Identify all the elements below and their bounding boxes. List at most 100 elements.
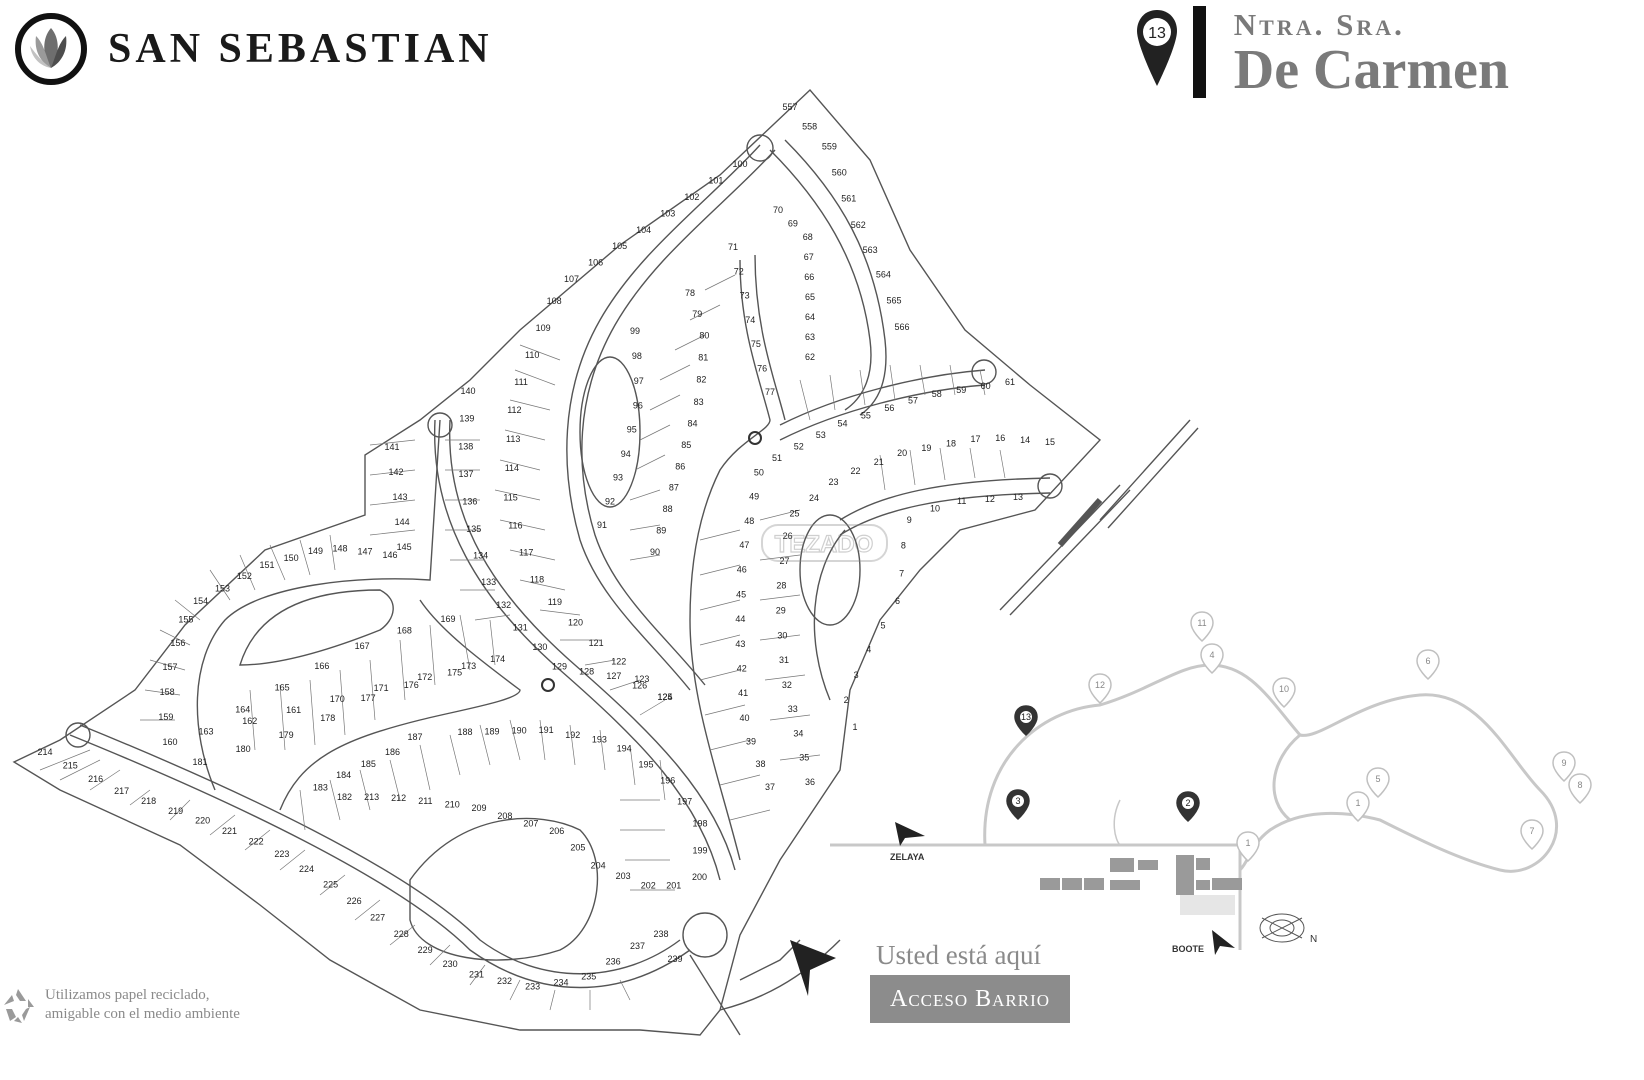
lot-number: 86 bbox=[675, 461, 685, 471]
lot-number: 12 bbox=[985, 494, 995, 504]
lot-number: 223 bbox=[274, 849, 289, 859]
pin-badge-number: 13 bbox=[1148, 25, 1166, 42]
lot-number: 210 bbox=[445, 799, 460, 809]
lot-number: 89 bbox=[656, 526, 666, 536]
lot-number: 6 bbox=[895, 596, 900, 606]
road-label-zelaya: ZELAYA bbox=[890, 852, 925, 862]
light-location-pin-icon[interactable]: 8 bbox=[1568, 773, 1592, 805]
you-are-here-label: Usted está aquí bbox=[876, 940, 1041, 970]
lot-number: 559 bbox=[822, 141, 837, 151]
lot-number: 225 bbox=[323, 880, 338, 890]
light-location-pin-icon[interactable]: 10 bbox=[1272, 677, 1296, 709]
lot-number: 23 bbox=[828, 477, 838, 487]
title-small: Ntra. Sra. bbox=[1233, 7, 1405, 42]
lot-number: 10 bbox=[930, 504, 940, 514]
light-location-pin-icon[interactable]: 11 bbox=[1190, 611, 1214, 643]
lot-number: 233 bbox=[525, 982, 540, 992]
lot-number: 20 bbox=[897, 448, 907, 458]
lot-number: 41 bbox=[738, 688, 748, 698]
pin-number: 7 bbox=[1529, 826, 1534, 836]
lot-number: 17 bbox=[970, 434, 980, 444]
lot-number: 81 bbox=[698, 353, 708, 363]
lot-number: 181 bbox=[192, 757, 207, 767]
lot-number: 29 bbox=[776, 605, 786, 615]
lot-number: 231 bbox=[469, 970, 484, 980]
lot-number: 11 bbox=[957, 496, 966, 506]
lot-number: 58 bbox=[932, 389, 942, 399]
lot-number: 90 bbox=[650, 547, 660, 557]
lot-number: 13 bbox=[1013, 492, 1023, 502]
you-are-here-arrow-icon bbox=[790, 940, 836, 996]
lot-number: 4 bbox=[866, 645, 871, 655]
dark-location-pin-icon[interactable]: 3 bbox=[1006, 789, 1030, 821]
lot-number: 92 bbox=[605, 496, 615, 506]
lot-number: 24 bbox=[809, 493, 819, 503]
lot-number: 146 bbox=[382, 550, 397, 560]
lot-number: 164 bbox=[235, 704, 250, 714]
lot-number: 25 bbox=[789, 508, 799, 518]
san-sebastian-logo-icon bbox=[15, 13, 87, 85]
lot-number: 62 bbox=[805, 352, 815, 362]
lot-number: 114 bbox=[505, 463, 519, 473]
lot-number: 168 bbox=[397, 626, 412, 636]
recycle-note: Utilizamos papel reciclado, amigable con… bbox=[0, 985, 240, 1025]
light-location-pin-icon[interactable]: 7 bbox=[1520, 819, 1544, 851]
lot-number: 124 bbox=[657, 692, 672, 702]
lot-number: 565 bbox=[886, 295, 901, 305]
access-barrio-button[interactable]: Acceso Barrio bbox=[870, 975, 1070, 1023]
lot-number: 195 bbox=[638, 760, 653, 770]
lot-number: 235 bbox=[581, 972, 596, 982]
light-location-pin-icon[interactable]: 6 bbox=[1416, 649, 1440, 681]
lot-number: 143 bbox=[392, 492, 407, 502]
light-location-pin-icon[interactable]: 1 bbox=[1236, 831, 1260, 863]
lot-number: 201 bbox=[666, 881, 681, 891]
lot-number: 133 bbox=[481, 577, 496, 587]
lot-number: 147 bbox=[357, 547, 372, 557]
lot-number: 97 bbox=[634, 376, 644, 386]
lot-number: 8 bbox=[901, 541, 906, 551]
lot-number: 49 bbox=[749, 492, 759, 502]
lot-number: 91 bbox=[597, 520, 607, 530]
lot-number: 95 bbox=[627, 425, 637, 435]
light-location-pin-icon[interactable]: 9 bbox=[1552, 751, 1576, 783]
lot-number: 138 bbox=[458, 441, 473, 451]
lot-number: 2 bbox=[844, 695, 849, 705]
lot-number: 129 bbox=[552, 662, 567, 672]
lot-number: 566 bbox=[894, 322, 909, 332]
lot-number: 15 bbox=[1045, 437, 1055, 447]
light-location-pin-icon[interactable]: 1 bbox=[1346, 791, 1370, 823]
lot-number: 42 bbox=[737, 664, 747, 674]
lot-number: 237 bbox=[630, 941, 645, 951]
recycle-note-line1: Utilizamos papel reciclado, bbox=[45, 987, 210, 1003]
dark-location-pin-icon[interactable]: 2 bbox=[1176, 791, 1200, 823]
lot-number: 31 bbox=[779, 655, 789, 665]
zelaya-arrow-icon bbox=[895, 822, 925, 846]
lot-number: 22 bbox=[850, 466, 860, 476]
lot-number: 40 bbox=[739, 713, 749, 723]
lot-number: 203 bbox=[616, 871, 631, 881]
light-location-pin-icon[interactable]: 4 bbox=[1200, 643, 1224, 675]
lot-number: 127 bbox=[606, 671, 621, 681]
lot-number: 190 bbox=[512, 726, 527, 736]
lot-number: 135 bbox=[466, 524, 481, 534]
lot-number: 157 bbox=[162, 662, 177, 672]
light-location-pin-icon[interactable]: 12 bbox=[1088, 673, 1112, 705]
lot-number: 1 bbox=[852, 722, 857, 732]
lot-number: 228 bbox=[394, 929, 409, 939]
lot-number: 100 bbox=[732, 159, 747, 169]
lot-number: 118 bbox=[530, 575, 544, 585]
lot-number: 148 bbox=[332, 543, 347, 553]
lot-number: 189 bbox=[484, 726, 499, 736]
lot-number: 191 bbox=[539, 725, 554, 735]
lot-number: 77 bbox=[765, 387, 775, 397]
lot-number: 209 bbox=[471, 803, 486, 813]
light-location-pin-icon[interactable]: 5 bbox=[1366, 767, 1390, 799]
lot-number: 174 bbox=[490, 654, 505, 664]
lot-number: 202 bbox=[641, 881, 656, 891]
lot-number: 28 bbox=[776, 581, 786, 591]
lot-number: 123 bbox=[634, 674, 649, 684]
dark-location-pin-icon[interactable]: 13 bbox=[1014, 705, 1038, 737]
lot-number: 70 bbox=[773, 205, 783, 215]
lot-number: 142 bbox=[388, 467, 403, 477]
lot-number: 169 bbox=[440, 614, 455, 624]
